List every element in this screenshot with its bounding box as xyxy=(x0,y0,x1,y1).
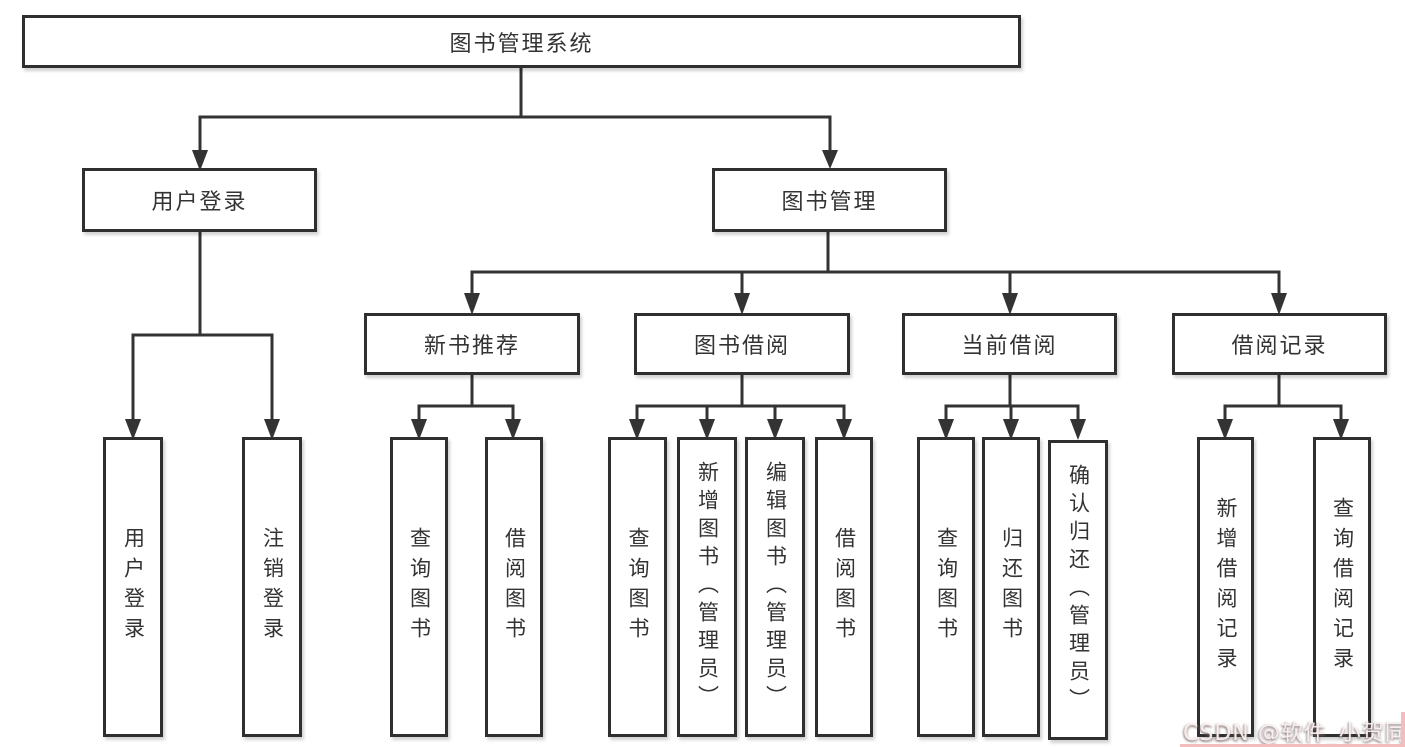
connector-book-borrow xyxy=(635,375,846,421)
node-user-login: 用户登录 xyxy=(82,168,317,232)
leaf-current-confirm-return-admin: 确认归还（管理员） xyxy=(1048,440,1108,740)
arrow-down-icon xyxy=(1217,419,1233,440)
leaf-recommend-borrow-books: 借阅图书 xyxy=(485,437,543,737)
arrow-down-icon xyxy=(734,293,750,315)
arrow-down-icon xyxy=(264,419,280,440)
leaf-recommend-query-books: 查询图书 xyxy=(390,437,448,737)
arrow-down-icon xyxy=(1333,419,1349,440)
arrowheads xyxy=(125,150,1349,440)
connector-user-login xyxy=(131,232,274,421)
connector-lines xyxy=(131,68,1343,421)
leaf-user-login: 用户登录 xyxy=(103,437,163,737)
leaf-borrow-borrow-books: 借阅图书 xyxy=(815,437,873,737)
arrow-down-icon xyxy=(1070,419,1086,440)
node-new-book-recommend: 新书推荐 xyxy=(364,313,580,375)
node-book-management: 图书管理 xyxy=(712,168,947,232)
arrow-down-icon xyxy=(125,419,141,440)
arrow-down-icon xyxy=(1002,293,1018,315)
arrow-down-icon xyxy=(505,419,521,440)
leaf-records-add-borrow-record: 新增借阅记录 xyxy=(1197,437,1254,737)
leaf-borrow-edit-books-admin: 编辑图书（管理员） xyxy=(745,437,805,737)
arrow-down-icon xyxy=(464,293,480,315)
arrow-down-icon xyxy=(192,150,208,171)
arrow-down-icon xyxy=(699,419,715,440)
page-edge-accent-right xyxy=(1401,712,1405,747)
node-root-library-management-system: 图书管理系统 xyxy=(22,15,1021,68)
arrow-down-icon xyxy=(411,419,427,440)
connector-borrow-records xyxy=(1223,375,1343,421)
connector-new-book-recommend xyxy=(417,375,515,421)
leaf-current-return-books: 归还图书 xyxy=(982,437,1040,737)
leaf-logout: 注销登录 xyxy=(242,437,302,737)
leaf-current-query-books: 查询图书 xyxy=(917,437,975,737)
page-edge-accent-bottom xyxy=(1180,744,1405,747)
node-book-borrow: 图书借阅 xyxy=(634,313,850,375)
node-current-borrow: 当前借阅 xyxy=(902,313,1117,375)
arrow-down-icon xyxy=(836,419,852,440)
connector-book-management xyxy=(470,232,1281,295)
arrow-down-icon xyxy=(822,150,838,169)
leaf-borrow-add-books-admin: 新增图书（管理员） xyxy=(677,437,737,737)
leaf-borrow-query-books: 查询图书 xyxy=(608,437,667,737)
arrow-down-icon xyxy=(1003,419,1019,440)
arrow-down-icon xyxy=(629,419,645,440)
leaf-records-query-borrow-record: 查询借阅记录 xyxy=(1313,437,1371,737)
connector-current-borrow xyxy=(944,375,1080,421)
arrow-down-icon xyxy=(938,419,954,440)
connector-root xyxy=(198,68,832,152)
arrow-down-icon xyxy=(1271,293,1287,315)
node-borrow-records: 借阅记录 xyxy=(1172,313,1387,375)
arrow-down-icon xyxy=(767,419,783,440)
